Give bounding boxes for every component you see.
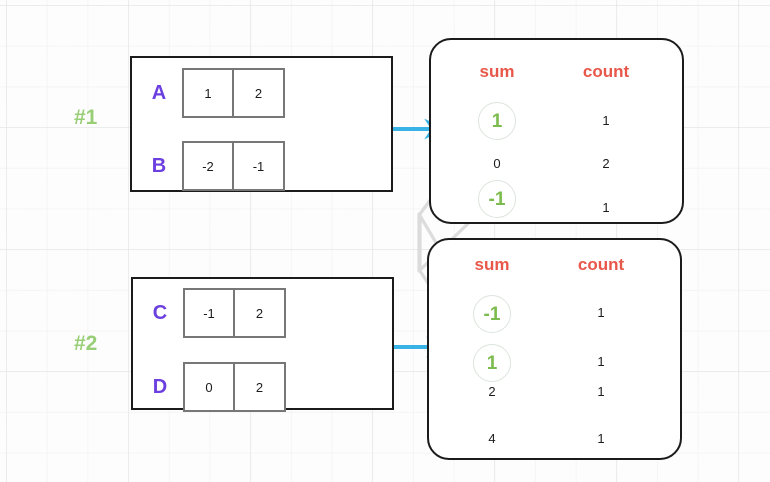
panel2-count-2: 1: [597, 384, 605, 399]
cell-d-0: 0: [183, 362, 235, 412]
panel1-highlight-circle-2: [478, 180, 516, 218]
input-row-d: D 0 2: [137, 362, 286, 412]
cell-b-1: -1: [233, 141, 285, 191]
panel2-sum-2: 2: [488, 384, 496, 399]
row-cells-c: -1 2: [183, 288, 286, 338]
panel1-highlight-circle-0: [478, 102, 516, 140]
row-cells-d: 0 2: [183, 362, 286, 412]
panel2-count-0: 1: [597, 305, 605, 320]
cell-c-1: 2: [234, 288, 286, 338]
panel2-highlight-circle-1: [473, 344, 511, 382]
panel2-header-sum: sum: [474, 255, 510, 274]
panel2-header-count: count: [577, 255, 625, 274]
panel2-count-1: 1: [597, 354, 605, 369]
panel2-count-3: 1: [597, 431, 605, 446]
panel1-sum-1: 0: [493, 156, 501, 171]
input-row-c: C -1 2: [137, 288, 286, 338]
group-label-2: #2: [74, 332, 98, 355]
row-cells-b: -2 -1: [182, 141, 285, 191]
row-letter-c: C: [152, 301, 168, 324]
panel1-count-0: 1: [602, 113, 610, 128]
panel1-header-count: count: [582, 62, 630, 81]
panel1-sum-0: 1: [491, 111, 503, 132]
input-row-b: B -2 -1: [136, 141, 285, 191]
cell-d-1: 2: [234, 362, 286, 412]
panel1-count-1: 2: [602, 156, 610, 171]
row-letter-b: B: [151, 154, 167, 177]
cell-a-0: 1: [182, 68, 234, 118]
row-cells-a: 1 2: [182, 68, 285, 118]
cell-b-0: -2: [182, 141, 234, 191]
result-panel-2: [427, 238, 682, 460]
panel2-highlight-circle-0: [473, 295, 511, 333]
panel1-count-2: 1: [602, 200, 610, 215]
panel2-sum-0: -1: [483, 304, 501, 325]
row-letter-a: A: [151, 81, 167, 104]
panel2-sum-3: 4: [488, 431, 496, 446]
cell-c-0: -1: [183, 288, 235, 338]
result-panel-1: [429, 38, 684, 224]
panel1-header-sum: sum: [479, 62, 515, 81]
cell-a-1: 2: [233, 68, 285, 118]
panel1-sum-2: -1: [488, 189, 506, 210]
panel2-sum-1: 1: [486, 353, 498, 374]
input-row-a: A 1 2: [136, 68, 285, 118]
group-label-1: #1: [74, 106, 98, 129]
row-letter-d: D: [152, 375, 168, 398]
